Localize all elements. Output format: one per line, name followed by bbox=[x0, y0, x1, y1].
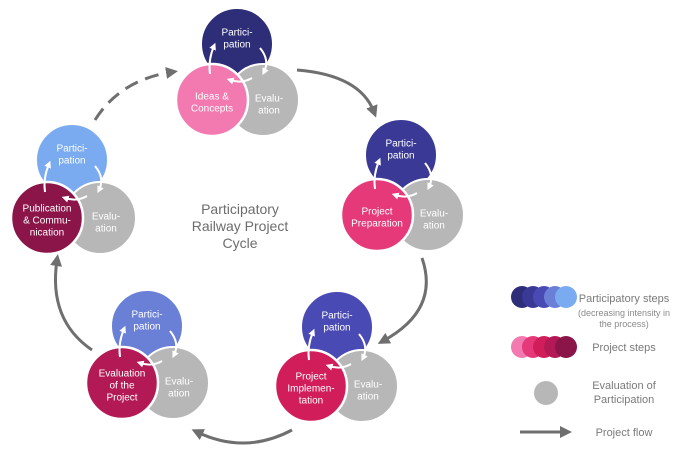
cycle-arrow-up bbox=[43, 160, 51, 193]
project-step-label-line2: Concepts bbox=[191, 104, 233, 115]
project-step-label-line2: of the bbox=[109, 381, 134, 392]
project-step-label-line1: Publication bbox=[23, 204, 72, 215]
flow-arrow-1-2 bbox=[296, 68, 378, 118]
legend-project-label: Project steps bbox=[592, 342, 656, 354]
flow-arrow-dashed bbox=[93, 66, 178, 121]
participation-label-line1: Partici- bbox=[131, 310, 162, 321]
participation-label-line1: Partici- bbox=[221, 28, 252, 39]
cycle-arrow-up bbox=[208, 42, 216, 75]
cycle-arrow-up bbox=[118, 325, 126, 358]
cycle-arrow-down bbox=[358, 333, 368, 362]
flow-arrow-2-3 bbox=[377, 257, 428, 344]
project-step-label-line2: & Commu- bbox=[23, 216, 71, 227]
participation-label-line2: pation bbox=[223, 40, 250, 51]
evaluation-label-line1: Evalu- bbox=[354, 380, 382, 391]
cycle-arrow-down bbox=[259, 47, 269, 76]
legend-project-dots bbox=[511, 336, 577, 358]
cycle-title-line2: Railway Project bbox=[192, 218, 289, 234]
flow-arrow-3-4 bbox=[191, 428, 293, 445]
cycle-arrow-left bbox=[136, 360, 163, 368]
evaluation-label-line1: Evalu- bbox=[255, 94, 283, 105]
participation-label-line2: pation bbox=[58, 156, 85, 167]
legend-participatory-sub2: the process) bbox=[599, 319, 649, 329]
legend-participatory-label: Participatory steps bbox=[579, 293, 670, 305]
evaluation-label-line2: ation bbox=[423, 221, 445, 232]
project-step-label-line3: nication bbox=[30, 228, 64, 239]
cycle-arrow-up bbox=[373, 157, 381, 190]
participation-label-line2: pation bbox=[387, 151, 414, 162]
legend-evaluation-label2: Participation bbox=[594, 394, 655, 406]
cycle-arrow-left bbox=[391, 192, 418, 200]
cycle-arrow-left bbox=[61, 195, 88, 203]
legend-evaluation-dot bbox=[534, 381, 558, 405]
project-step-label-line3: Project bbox=[106, 393, 137, 404]
cycle-arrow-down bbox=[169, 330, 179, 359]
participation-label-line2: pation bbox=[133, 322, 160, 333]
participation-label-line1: Partici- bbox=[321, 311, 352, 322]
evaluation-label-line1: Evalu- bbox=[165, 377, 193, 388]
project-step-label-line1: Ideas & bbox=[195, 92, 229, 103]
evaluation-label-line2: ation bbox=[168, 389, 190, 400]
cycle-arrow-up bbox=[307, 328, 315, 361]
evaluation-label-line1: Evalu- bbox=[420, 209, 448, 220]
project-step-label-line3: tation bbox=[299, 396, 323, 407]
participation-label-line2: pation bbox=[323, 323, 350, 334]
cycle-arrow-down bbox=[424, 162, 434, 191]
participation-label-line1: Partici- bbox=[56, 144, 87, 155]
project-step-label-line2: Preparation bbox=[351, 219, 403, 230]
cycle-arrow-down bbox=[94, 165, 104, 194]
legend: Participatory steps (decreasing intensit… bbox=[511, 286, 670, 439]
project-step-label-line2: Implemen- bbox=[287, 384, 334, 395]
legend-evaluation-label1: Evaluation of bbox=[592, 380, 657, 392]
evaluation-label-line2: ation bbox=[357, 392, 379, 403]
flow-arrow-4-5 bbox=[50, 254, 93, 352]
legend-step-dot bbox=[555, 336, 577, 358]
project-step-label-line1: Evaluation bbox=[99, 369, 146, 380]
cycle-arrow-left bbox=[325, 363, 352, 371]
participation-label-line1: Partici- bbox=[385, 139, 416, 150]
cycle-title-line1: Participatory bbox=[201, 201, 279, 217]
evaluation-label-line1: Evalu- bbox=[92, 212, 120, 223]
legend-participatory-sub1: (decreasing intensity in bbox=[578, 308, 670, 318]
evaluation-label-line2: ation bbox=[258, 106, 280, 117]
project-step-label-line1: Project bbox=[295, 372, 326, 383]
legend-flow-label: Project flow bbox=[596, 427, 653, 439]
legend-participatory-dots bbox=[511, 286, 577, 308]
evaluation-label-line2: ation bbox=[95, 224, 117, 235]
cycle-title-line3: Cycle bbox=[222, 235, 257, 251]
cycle-arrow-left bbox=[226, 77, 253, 85]
project-step-label-line1: Project bbox=[361, 207, 392, 218]
legend-participation-dot bbox=[555, 286, 577, 308]
